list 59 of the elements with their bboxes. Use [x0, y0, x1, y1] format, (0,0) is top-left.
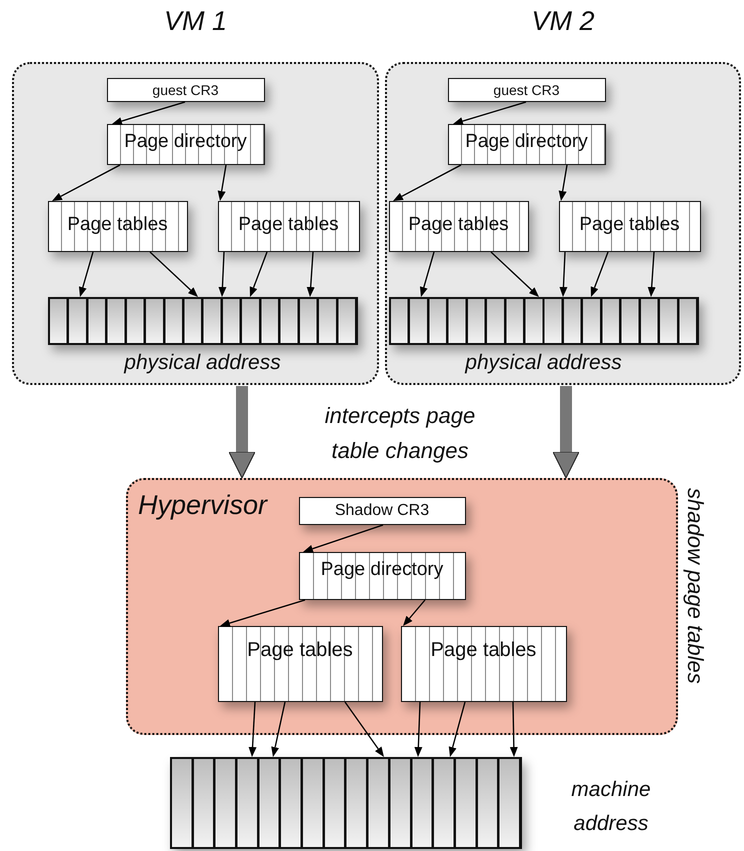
arrow: [78, 252, 94, 297]
arrow: [248, 702, 257, 757]
register-label: guest CR3: [152, 82, 219, 98]
register-box: [448, 78, 606, 102]
arrow: [393, 164, 462, 201]
register-box: [298, 496, 466, 524]
panel-title: VM 2: [531, 6, 595, 37]
address-caption: physical address: [465, 350, 622, 374]
page-table: [400, 626, 566, 702]
block-arrow: [552, 386, 580, 478]
register-label: Shadow CR3: [334, 502, 430, 520]
arrow: [510, 702, 518, 757]
register-box: [106, 78, 264, 102]
annotation-text: intercepts page table changes: [324, 402, 476, 466]
arrow: [303, 524, 384, 553]
arrow: [52, 164, 120, 201]
arrow: [306, 252, 315, 297]
page-directory-table: [448, 124, 606, 164]
page-table: [388, 200, 528, 252]
register-label: guest CR3: [493, 82, 560, 98]
arrow: [403, 600, 426, 626]
table-label: Page tables: [67, 214, 168, 236]
table-label: Page directory: [124, 130, 247, 152]
panel-title: VM 1: [164, 6, 228, 37]
page-table: [558, 200, 700, 252]
arrow: [218, 252, 226, 297]
arrow: [218, 164, 227, 201]
arrow: [448, 702, 466, 757]
page-table: [218, 626, 382, 702]
arrow: [271, 702, 286, 757]
arrow: [558, 164, 568, 201]
table-label: Page tables: [408, 214, 509, 236]
address-caption: physical address: [124, 350, 281, 374]
block-arrow: [228, 386, 256, 478]
arrow: [453, 101, 526, 125]
arrow: [420, 252, 435, 297]
arrow: [490, 252, 539, 297]
arrow: [344, 702, 384, 757]
table-label: Page directory: [465, 130, 588, 152]
page-directory-table: [106, 124, 264, 164]
arrow: [250, 252, 268, 297]
table-label: Page tables: [579, 214, 680, 236]
table-label: Page tables: [430, 638, 536, 662]
arrow: [112, 101, 186, 125]
page-table: [48, 200, 188, 252]
arrow: [414, 702, 422, 757]
table-label: Page tables: [238, 214, 339, 236]
address-caption: machine address: [570, 777, 652, 837]
arrow: [559, 252, 568, 297]
arrow: [648, 252, 656, 297]
arrow: [150, 252, 198, 297]
table-label: Page directory: [320, 558, 444, 580]
table-label: Page tables: [247, 638, 353, 662]
page-table: [218, 200, 360, 252]
arrow: [220, 599, 306, 627]
page-directory-table: [298, 552, 466, 600]
side-caption: shadow page tables: [682, 488, 708, 684]
arrow: [590, 252, 609, 297]
panel-title: Hypervisor: [138, 490, 268, 521]
